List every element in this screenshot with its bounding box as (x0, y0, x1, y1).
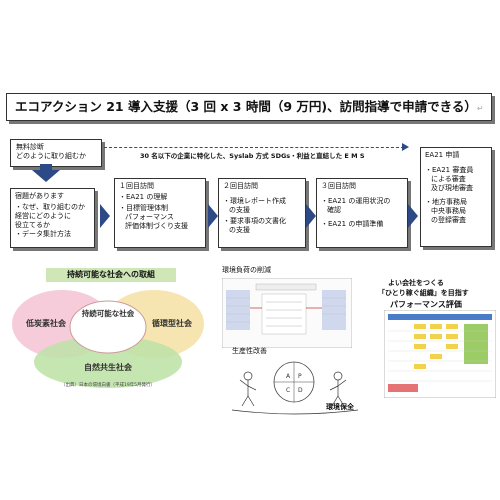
right-arrow-icon (408, 204, 418, 228)
visit2-item: ・環境レポート作成 (223, 197, 286, 205)
visit1-item: パフォーマンス (125, 213, 174, 221)
nature-circle (34, 336, 182, 388)
page-title: エコアクション 21 導入支援（3 回 x 3 時間（9 万円)、訪問指導で申請… (6, 93, 492, 121)
visit1-item: 評価体制づくり支援 (125, 222, 188, 230)
sustainable-society-diagram: 持続可能な社会 低炭素社会 循環型社会 自然共生社会 （出典）日本の環境白書（平… (12, 290, 204, 388)
consultation-line-1: 無料診断 (16, 143, 44, 151)
good-company-label: よい会社をつくる (388, 279, 444, 287)
visit3-item: ・EA21 の申請準備 (321, 220, 384, 228)
visit2-title: ２回目訪問 (223, 182, 258, 190)
env-conservation-label: 環境保全 (326, 403, 354, 411)
application-item: の登録審査 (431, 216, 466, 224)
right-arrow-icon (208, 204, 218, 228)
consultation-line-2: どのように取り組むか (16, 152, 86, 160)
application-item: 中央事務局 (431, 207, 466, 215)
homework-title: 宿題があります (15, 192, 64, 200)
homework-item: ・データ集計方法 (15, 230, 71, 238)
application-item: ・EA21 審査員 (425, 166, 474, 174)
right-arrow-icon (306, 204, 316, 228)
visit2-item: の支援 (229, 226, 250, 234)
visit3-box: ３回目訪問 ・EA21 の運用状況の 確認 ・EA21 の申請準備 (316, 178, 408, 248)
dashed-connector (104, 147, 404, 148)
sustainable-society-title: 持続可能な社会への取組 (46, 268, 176, 282)
visit1-title: １回目訪問 (119, 182, 154, 190)
env-load-label: 環境負荷の削減 (222, 266, 271, 274)
free-consultation-box: 無料診断 どのように取り組むか (10, 139, 102, 167)
svg-text:P: P (298, 373, 302, 380)
nature-label: 自然共生社会 (84, 362, 132, 372)
visit3-title: ３回目訪問 (321, 182, 356, 190)
homework-item: ・なぜ、取り組むのか (15, 203, 85, 211)
earning-org-label: 「ひとり稼ぐ組織」を目指す (378, 289, 469, 297)
dashed-arrowhead (402, 143, 409, 151)
performance-table-icon (384, 310, 496, 398)
env-load-chart-icon (222, 278, 352, 348)
application-item: 及び現地審査 (431, 184, 473, 192)
down-arrow-icon (32, 170, 60, 182)
visit3-item: ・EA21 の運用状況の (321, 197, 391, 205)
center-circle (69, 300, 147, 354)
approach-caption: 30 名以下の企業に特化した、Syslab 方式 SDGs・利益と直結した E … (140, 152, 365, 160)
svg-text:D: D (298, 387, 303, 394)
visit2-box: ２回目訪問 ・環境レポート作成 の支援 ・要求事項の文書化 の支援 (218, 178, 306, 248)
homework-box: 宿題があります ・なぜ、取り組むのか 経営にどのように 役立てるか ・データ集計… (10, 188, 95, 248)
visit1-item: ・EA21 の理解 (119, 193, 168, 201)
homework-item: 経営にどのように (15, 212, 71, 220)
circular-label: 循環型社会 (151, 318, 192, 328)
center-label: 持続可能な社会 (82, 308, 135, 318)
svg-text:A: A (286, 373, 291, 380)
low-carbon-label: 低炭素社会 (25, 318, 66, 328)
application-item: ・地方事務局 (425, 198, 467, 206)
visit1-box: １回目訪問 ・EA21 の理解 ・目標管理体制 パフォーマンス 評価体制づくり支… (114, 178, 206, 248)
down-arrow-shaft (40, 164, 52, 171)
svg-text:C: C (286, 387, 290, 394)
homework-item: 役立てるか (15, 221, 50, 229)
application-box: EA21 申請 ・EA21 審査員 による審査 及び現地審査 ・地方事務局 中央… (420, 147, 492, 247)
diagram-source: （出典）日本の環境白書（平成19年5月発行） (61, 381, 155, 388)
performance-label: パフォーマンス評価 (390, 300, 462, 309)
visit3-item: 確認 (327, 206, 341, 214)
productivity-label: 生産性改善 (232, 347, 267, 355)
visit1-item: ・目標管理体制 (119, 204, 168, 212)
right-arrow-icon (100, 204, 110, 228)
visit2-item: の支援 (229, 206, 250, 214)
application-title: EA21 申請 (425, 151, 460, 159)
application-item: による審査 (431, 175, 466, 183)
visit2-item: ・要求事項の文書化 (223, 217, 286, 225)
